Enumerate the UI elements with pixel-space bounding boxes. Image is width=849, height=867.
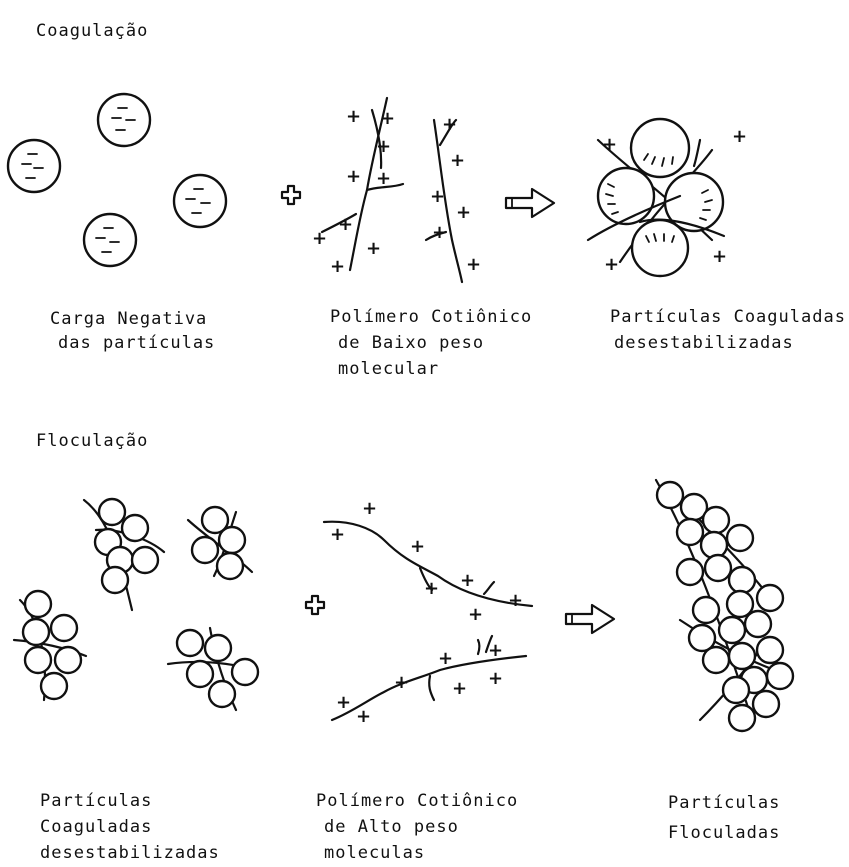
svg-text:+: + bbox=[430, 186, 445, 207]
svg-text:+: + bbox=[424, 578, 439, 599]
svg-text:+: + bbox=[604, 254, 619, 275]
coag-result-label-line-1: Partículas Coaguladas bbox=[610, 306, 846, 328]
svg-text:+: + bbox=[330, 256, 345, 277]
coag-polymer-label-line-3: molecular bbox=[338, 358, 439, 380]
floc-particles-label-line-1: Partículas bbox=[40, 790, 152, 812]
arrow-right-icon bbox=[506, 189, 554, 217]
plus-icon bbox=[282, 186, 300, 204]
svg-text:+: + bbox=[338, 214, 353, 235]
coag-particles-label-line-1: Carga Negativa bbox=[50, 308, 207, 330]
particle-cluster bbox=[168, 628, 258, 710]
svg-text:+: + bbox=[466, 254, 481, 275]
floc-particles-label-line-3: desestabilizadas bbox=[40, 842, 220, 864]
particle-cluster bbox=[84, 499, 164, 610]
svg-text:+: + bbox=[376, 136, 391, 157]
svg-text:+: + bbox=[312, 228, 327, 249]
svg-text:+: + bbox=[438, 648, 453, 669]
floc-polymer-label-line-3: moleculas bbox=[324, 842, 425, 864]
particle-cluster bbox=[14, 591, 86, 700]
svg-text:+: + bbox=[346, 106, 361, 127]
svg-text:+: + bbox=[336, 692, 351, 713]
floc-particles-label-line-2: Coaguladas bbox=[40, 816, 152, 838]
coagulated-clusters bbox=[14, 499, 258, 710]
svg-text:+: + bbox=[452, 678, 467, 699]
svg-text:+: + bbox=[508, 590, 523, 611]
svg-text:+: + bbox=[450, 150, 465, 171]
coag-polymer-label-line-1: Polímero Cotiônico bbox=[330, 306, 532, 328]
svg-text:+: + bbox=[432, 222, 447, 243]
negative-particle bbox=[84, 214, 136, 266]
arrow-right-icon bbox=[566, 605, 614, 633]
svg-text:+: + bbox=[468, 604, 483, 625]
svg-text:+: + bbox=[712, 246, 727, 267]
coag-particles-label-line-2: das partículas bbox=[58, 332, 215, 354]
svg-text:+: + bbox=[366, 238, 381, 259]
negative-particle bbox=[8, 140, 60, 192]
coag-polymer-label-line-2: de Baixo peso bbox=[338, 332, 484, 354]
svg-text:+: + bbox=[732, 126, 747, 147]
particle-cluster bbox=[188, 507, 252, 579]
floc-result-label-line-1: Partículas bbox=[668, 792, 780, 814]
svg-text:+: + bbox=[460, 570, 475, 591]
svg-text:+: + bbox=[362, 498, 377, 519]
plus-icon bbox=[306, 596, 324, 614]
low-mw-polymer-chains: + + + + + + + + + + + + + + + bbox=[312, 98, 481, 282]
coagulated-particles: + + + + bbox=[588, 119, 747, 276]
floc-polymer-label-line-1: Polímero Cotiônico bbox=[316, 790, 518, 812]
svg-text:+: + bbox=[488, 668, 503, 689]
flocculated-particles bbox=[656, 480, 793, 731]
svg-text:+: + bbox=[376, 168, 391, 189]
svg-text:+: + bbox=[356, 706, 371, 727]
svg-text:+: + bbox=[394, 672, 409, 693]
svg-text:+: + bbox=[410, 536, 425, 557]
negative-particle bbox=[174, 175, 226, 227]
coagulation-title: Coagulação bbox=[36, 20, 148, 42]
floc-polymer-label-line-2: de Alto peso bbox=[324, 816, 459, 838]
svg-text:+: + bbox=[602, 134, 617, 155]
floc-result-label-line-2: Floculadas bbox=[668, 822, 780, 844]
svg-text:+: + bbox=[330, 524, 345, 545]
svg-text:+: + bbox=[456, 202, 471, 223]
coag-result-label-line-2: desestabilizadas bbox=[614, 332, 794, 354]
coag-negative-particles bbox=[8, 94, 226, 266]
flocculation-title: Floculação bbox=[36, 430, 148, 452]
svg-text:+: + bbox=[346, 166, 361, 187]
svg-text:+: + bbox=[380, 108, 395, 129]
svg-text:+: + bbox=[442, 114, 457, 135]
negative-particle bbox=[98, 94, 150, 146]
high-mw-polymer-chains: + + + + + + + + + + + + + + bbox=[324, 498, 532, 727]
svg-text:+: + bbox=[488, 640, 503, 661]
